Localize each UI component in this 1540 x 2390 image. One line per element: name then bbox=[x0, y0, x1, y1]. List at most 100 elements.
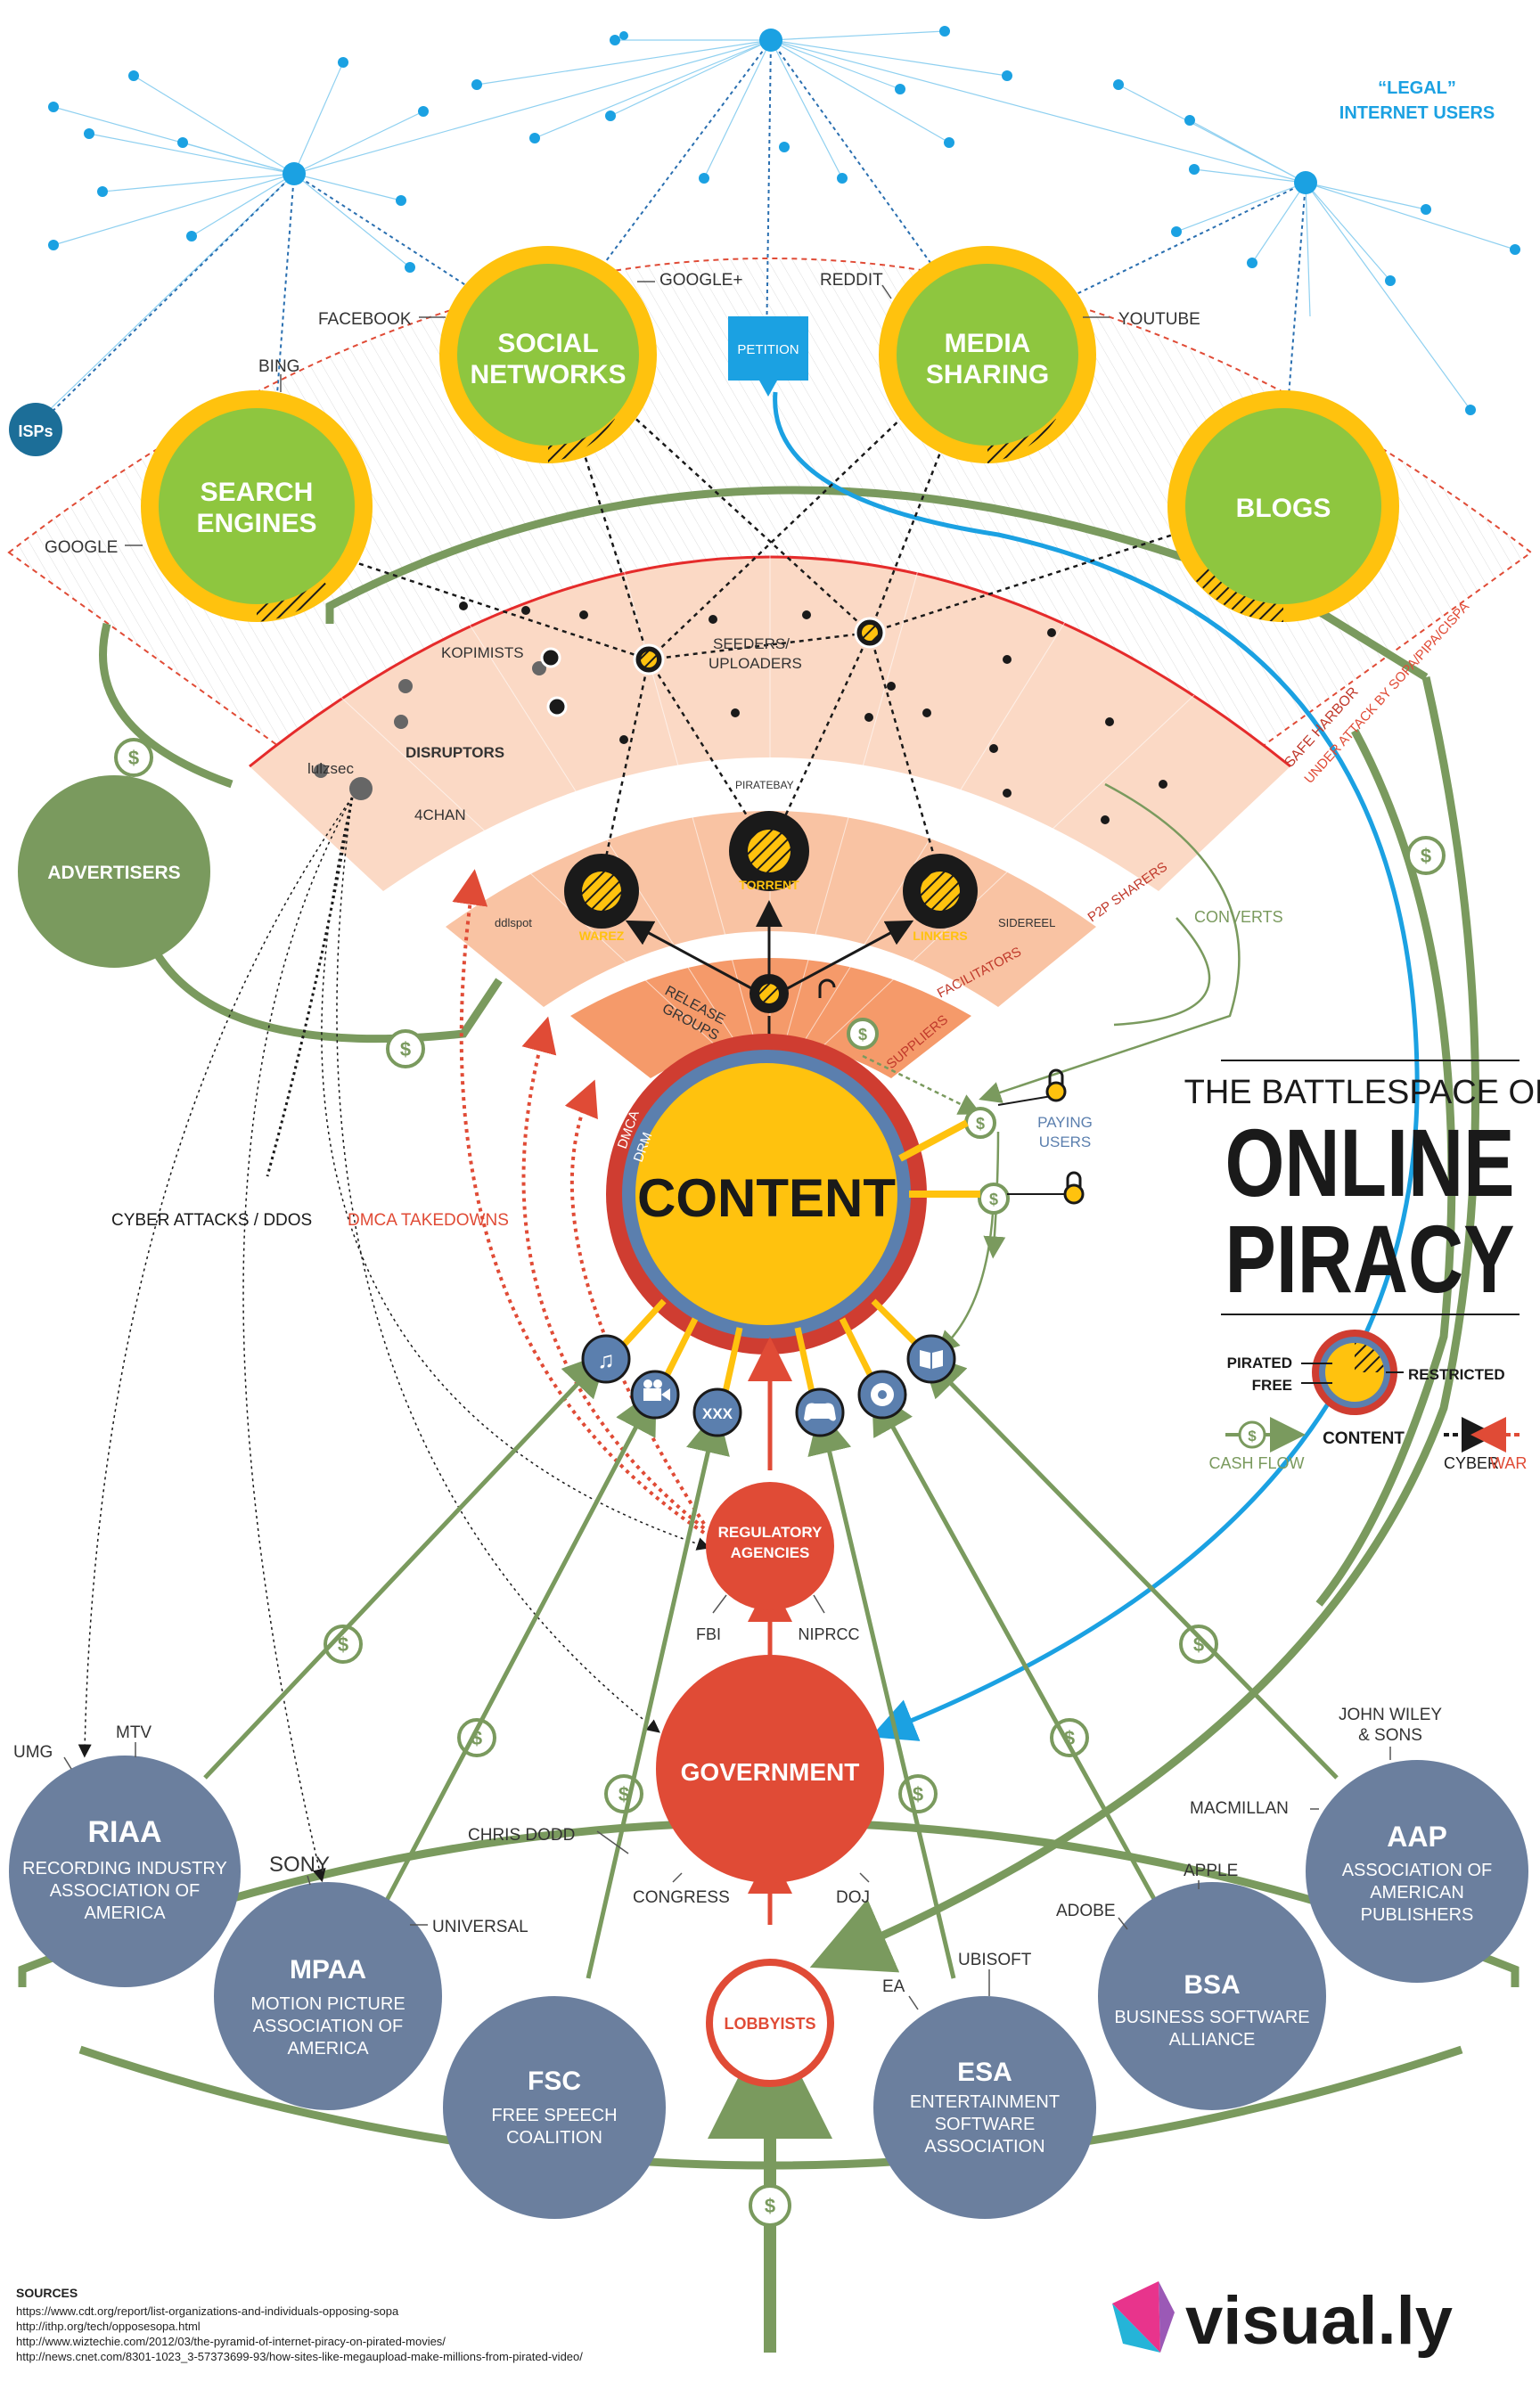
regulatory-agencies-node[interactable]: REGULATORY AGENCIES bbox=[706, 1482, 834, 1610]
source-link[interactable]: http://news.cnet.com/8301-1023_3-5737369… bbox=[16, 2350, 583, 2363]
linkers-label: LINKERS bbox=[913, 929, 967, 943]
search-engines-node[interactable]: SEARCH ENGINES bbox=[141, 390, 373, 622]
blogs-node[interactable]: BLOGS bbox=[1167, 390, 1399, 622]
petition-button[interactable]: PETITION bbox=[728, 316, 808, 397]
xxx-icon: XXX bbox=[692, 1387, 742, 1437]
svg-text:$: $ bbox=[765, 2195, 775, 2217]
media-label-2: SHARING bbox=[926, 360, 1049, 389]
lock-icons bbox=[818, 978, 1085, 1205]
lobbyists-label: LOBBYISTS bbox=[724, 2015, 815, 2033]
svg-text:$: $ bbox=[976, 1115, 985, 1133]
title-box: THE BATTLESPACE OF ONLINE PIRACY bbox=[1184, 1060, 1540, 1315]
disc-icon bbox=[857, 1370, 907, 1420]
disruptors-label: DISRUPTORS bbox=[405, 744, 504, 761]
org-mpaa[interactable]: MPAA MOTION PICTURE ASSOCIATION OF AMERI… bbox=[214, 1882, 442, 2110]
music-icon: ♫ bbox=[581, 1334, 631, 1384]
adobe-label: ADOBE bbox=[1056, 1902, 1116, 1920]
blue-petition-line bbox=[773, 391, 1420, 1741]
sources: SOURCES https://www.cdt.org/report/list-… bbox=[16, 2286, 693, 2364]
cash-badge-paying: $ bbox=[964, 1107, 996, 1139]
sony-label: SONY bbox=[269, 1853, 330, 1877]
regulatory-callouts bbox=[596, 1594, 870, 1883]
isps-node[interactable]: ISPs bbox=[9, 403, 62, 456]
converts-label: CONVERTS bbox=[1194, 908, 1283, 926]
mpaa-line-1: MOTION PICTURE bbox=[250, 1994, 405, 2014]
riaa-abbr: RIAA bbox=[87, 1815, 161, 1849]
visually-logo[interactable]: visual.ly bbox=[1112, 2281, 1453, 2359]
advertisers-node[interactable]: ADVERTISERS bbox=[18, 775, 210, 968]
svg-text:$: $ bbox=[128, 747, 139, 769]
release-hub[interactable] bbox=[750, 974, 789, 1013]
legend-restricted: RESTRICTED bbox=[1408, 1366, 1505, 1383]
seeders-label-1: SEEDERS/ bbox=[713, 635, 790, 652]
org-riaa[interactable]: RIAA RECORDING INDUSTRY ASSOCIATION OF A… bbox=[9, 1756, 241, 1987]
media-icons[interactable]: ♫ XXX bbox=[581, 1334, 956, 1437]
regulatory-label-1: REGULATORY bbox=[718, 1524, 823, 1541]
org-fsc[interactable]: FSC FREE SPEECH COALITION bbox=[443, 1996, 666, 2219]
pirate-fan-release bbox=[570, 958, 971, 1078]
aap-abbr: AAP bbox=[1387, 1821, 1447, 1853]
bsa-line-1: BUSINESS SOFTWARE bbox=[1114, 2008, 1309, 2027]
org-esa[interactable]: ESA ENTERTAINMENT SOFTWARE ASSOCIATION bbox=[873, 1996, 1096, 2219]
media-sharing-node[interactable]: MEDIA SHARING bbox=[879, 246, 1096, 463]
esa-line-2: SOFTWARE bbox=[935, 2115, 1036, 2134]
lobbyists-node[interactable]: LOBBYISTS bbox=[706, 1959, 834, 2087]
torrent-node[interactable]: TORRENT bbox=[729, 811, 809, 892]
warez-label: WAREZ bbox=[579, 929, 625, 943]
svg-text:$: $ bbox=[1421, 845, 1431, 867]
cash-badge-aap: $ bbox=[1179, 1625, 1218, 1664]
org-bsa[interactable]: BSA BUSINESS SOFTWARE ALLIANCE bbox=[1098, 1882, 1326, 2110]
cash-badge-paying-2: $ bbox=[978, 1183, 1010, 1215]
social-networks-node[interactable]: SOCIAL NETWORKS bbox=[439, 246, 657, 463]
pirate-dots bbox=[459, 602, 1167, 824]
linkers-node[interactable]: LINKERS bbox=[903, 854, 978, 943]
legend-pirated: PIRATED bbox=[1227, 1355, 1292, 1371]
googleplus-label: GOOGLE+ bbox=[659, 271, 742, 290]
cash-badge-fsc: $ bbox=[604, 1774, 643, 1813]
legal-users-label-1: “LEGAL” bbox=[1378, 78, 1456, 98]
cash-badge-lobbyists: $ bbox=[749, 2184, 791, 2227]
warez-node[interactable]: WAREZ bbox=[564, 854, 639, 943]
sources-heading: SOURCES bbox=[16, 2286, 78, 2300]
paying-users-label-2: USERS bbox=[1039, 1134, 1092, 1150]
advertisers-label: ADVERTISERS bbox=[47, 863, 180, 883]
seeder-hubs[interactable] bbox=[633, 617, 886, 675]
source-link[interactable]: https://www.cdt.org/report/list-organiza… bbox=[16, 2304, 399, 2318]
kopimists-label: KOPIMISTS bbox=[441, 644, 524, 661]
lock-icon bbox=[1045, 1068, 1067, 1102]
paying-user-links bbox=[898, 1095, 1069, 1198]
svg-text:$: $ bbox=[858, 1026, 867, 1044]
legal-users-dots bbox=[48, 26, 1520, 415]
esa-line-1: ENTERTAINMENT bbox=[910, 2092, 1060, 2112]
ea-label: EA bbox=[882, 1977, 905, 1996]
cash-badge-release: $ bbox=[386, 1029, 425, 1068]
lulzsec-label: lulzsec bbox=[307, 760, 354, 777]
legal-users-label-2: INTERNET USERS bbox=[1339, 103, 1495, 123]
fsc-line-2: COALITION bbox=[506, 2128, 602, 2148]
doj-label: DOJ bbox=[836, 1888, 870, 1907]
svg-text:$: $ bbox=[400, 1038, 411, 1060]
apple-label: APPLE bbox=[1184, 1862, 1238, 1880]
torrent-label: TORRENT bbox=[739, 878, 799, 892]
social-label-2: NETWORKS bbox=[471, 360, 627, 389]
piratebay-label: PIRATEBAY bbox=[735, 779, 794, 791]
source-link[interactable]: http://ithp.org/tech/opposesopa.html bbox=[16, 2320, 201, 2333]
converts-lines bbox=[862, 782, 1241, 1354]
blogs-label: BLOGS bbox=[1236, 494, 1331, 523]
content-node[interactable]: CONTENT bbox=[606, 1034, 927, 1355]
mpaa-line-3: AMERICA bbox=[287, 2039, 369, 2059]
isps-label: ISPs bbox=[18, 422, 53, 440]
government-label: GOVERNMENT bbox=[681, 1758, 860, 1786]
org-aap[interactable]: AAP ASSOCIATION OF AMERICAN PUBLISHERS bbox=[1306, 1760, 1528, 1983]
fsc-line-1: FREE SPEECH bbox=[491, 2106, 617, 2125]
disruptor-dots bbox=[314, 661, 546, 800]
government-node[interactable]: GOVERNMENT bbox=[656, 1655, 884, 1883]
dmca-takedown-lines bbox=[452, 869, 706, 1535]
fourchan-label: 4CHAN bbox=[414, 806, 466, 823]
sidereel-label: SIDEREEL bbox=[998, 916, 1055, 929]
source-link[interactable]: http://www.wiztechie.com/2012/03/the-pyr… bbox=[16, 2335, 446, 2348]
dmca-takedowns-label: DMCA TAKEDOWNS bbox=[348, 1211, 509, 1230]
riaa-line-2: ASSOCIATION OF bbox=[50, 1881, 201, 1901]
lock-icon bbox=[1063, 1171, 1085, 1205]
